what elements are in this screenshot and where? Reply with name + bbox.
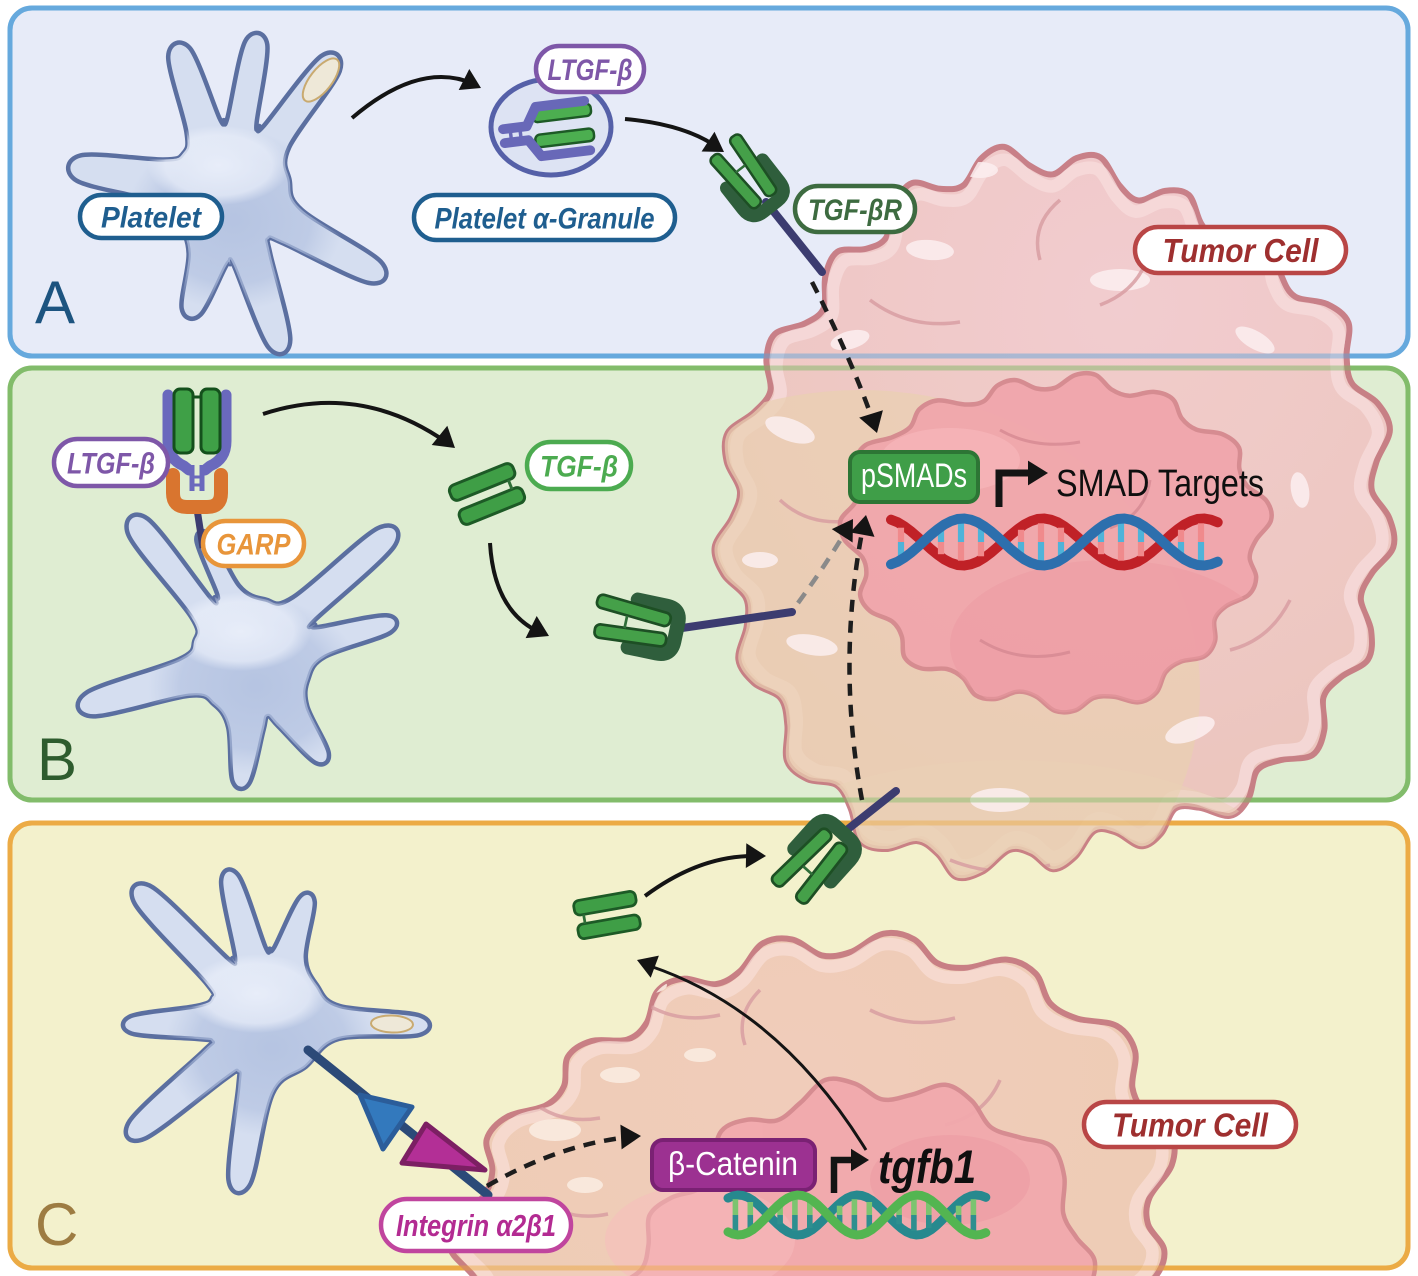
- svg-text:C: C: [35, 1191, 78, 1258]
- svg-text:SMAD Targets: SMAD Targets: [1056, 463, 1264, 505]
- svg-text:TGF-β: TGF-β: [540, 450, 618, 483]
- svg-text:pSMADs: pSMADs: [861, 457, 967, 495]
- svg-text:LTGF-β: LTGF-β: [67, 447, 155, 480]
- svg-text:Platelet: Platelet: [101, 201, 203, 234]
- svg-text:Tumor Cell: Tumor Cell: [1163, 232, 1320, 269]
- svg-text:LTGF-β: LTGF-β: [548, 54, 633, 87]
- svg-text:A: A: [35, 269, 75, 336]
- svg-text:Platelet α-Granule: Platelet α-Granule: [435, 202, 655, 235]
- svg-text:Tumor Cell: Tumor Cell: [1112, 1106, 1269, 1143]
- svg-text:β-Catenin: β-Catenin: [668, 1145, 798, 1182]
- svg-text:tgfb1: tgfb1: [878, 1140, 976, 1193]
- svg-text:Integrin α2β1: Integrin α2β1: [396, 1208, 556, 1243]
- svg-text:B: B: [37, 726, 77, 793]
- svg-text:GARP: GARP: [217, 528, 292, 561]
- svg-text:TGF-βR: TGF-βR: [808, 194, 902, 227]
